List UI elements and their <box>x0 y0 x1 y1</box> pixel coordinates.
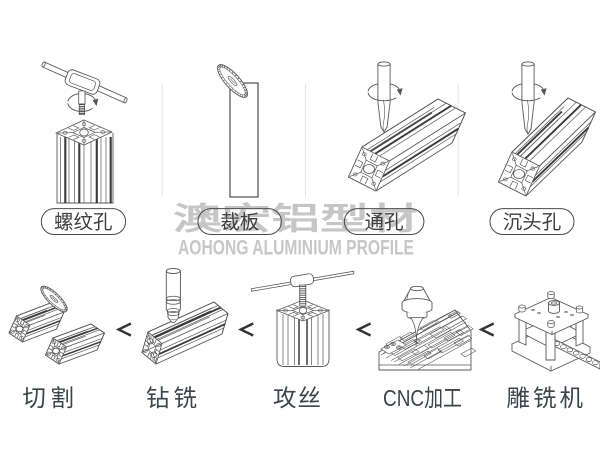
svg-text:钻铣: 钻铣 <box>146 385 197 411</box>
svg-text:AOHONG ALUMINIUM PROFILE: AOHONG ALUMINIUM PROFILE <box>178 237 414 260</box>
svg-text:切割: 切割 <box>22 385 74 411</box>
svg-text:通孔: 通孔 <box>365 212 404 234</box>
svg-text:CNC加工: CNC加工 <box>383 385 462 411</box>
svg-text:攻丝: 攻丝 <box>273 385 321 411</box>
svg-text:沉头孔: 沉头孔 <box>503 212 562 234</box>
svg-text:澳宏铝型材: 澳宏铝型材 <box>173 202 418 237</box>
svg-text:雕铣机: 雕铣机 <box>506 385 583 411</box>
svg-text:裁板: 裁板 <box>220 212 259 234</box>
svg-text:螺纹孔: 螺纹孔 <box>54 212 113 234</box>
